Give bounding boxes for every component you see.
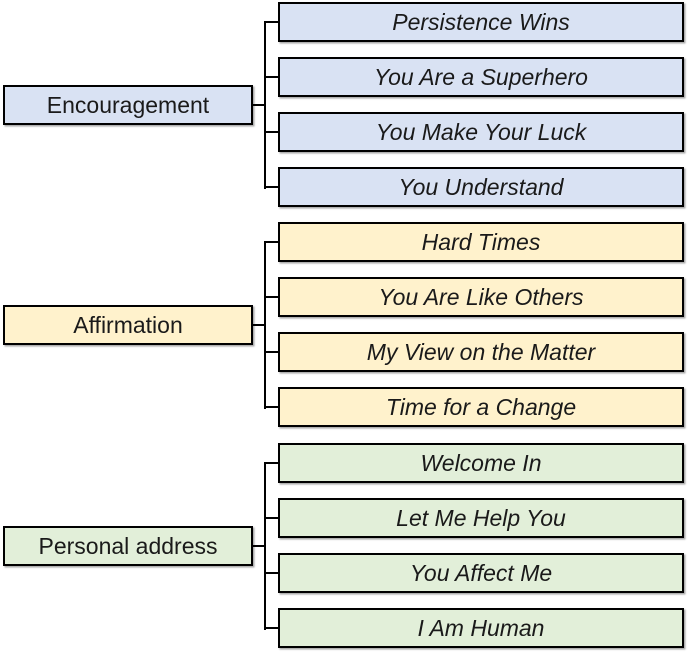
topic-label: Let Me Help You: [396, 504, 566, 531]
topic-box-hard-times: Hard Times: [278, 222, 684, 262]
topic-label: Persistence Wins: [392, 8, 570, 35]
group-personal-address: Personal address Welcome In Let Me Help …: [0, 443, 691, 650]
category-label: Encouragement: [46, 91, 210, 118]
category-box-encouragement: Encouragement: [3, 85, 253, 125]
connector-child-stub: [264, 21, 278, 23]
connector-child-stub: [264, 186, 278, 188]
topic-label: My View on the Matter: [366, 338, 596, 365]
topic-label: You Are Like Others: [378, 283, 584, 310]
category-label: Personal address: [38, 532, 218, 559]
connector-child-stub: [264, 462, 278, 464]
topic-label: Hard Times: [421, 228, 541, 255]
topic-label: You Understand: [398, 173, 564, 200]
connector-child-stub: [264, 572, 278, 574]
topic-box-welcome-in: Welcome In: [278, 443, 684, 483]
topic-box-my-view-on-the-matter: My View on the Matter: [278, 332, 684, 372]
connector-child-stub: [264, 406, 278, 408]
topic-label: You Make Your Luck: [375, 118, 587, 145]
group-affirmation: Affirmation Hard Times You Are Like Othe…: [0, 222, 691, 429]
topic-box-you-are-like-others: You Are Like Others: [278, 277, 684, 317]
connector-parent-stub: [251, 324, 266, 326]
category-box-affirmation: Affirmation: [3, 305, 253, 345]
topic-box-you-are-a-superhero: You Are a Superhero: [278, 57, 684, 97]
topic-label: I Am Human: [417, 614, 545, 641]
connector-child-stub: [264, 627, 278, 629]
connector-parent-stub: [251, 545, 266, 547]
topic-box-let-me-help-you: Let Me Help You: [278, 498, 684, 538]
topic-box-you-make-your-luck: You Make Your Luck: [278, 112, 684, 152]
topic-box-you-understand: You Understand: [278, 167, 684, 207]
topic-box-i-am-human: I Am Human: [278, 608, 684, 648]
connector-child-stub: [264, 517, 278, 519]
category-label: Affirmation: [73, 311, 183, 338]
topic-label: You Affect Me: [409, 559, 553, 586]
topic-label: Time for a Change: [385, 393, 577, 420]
connector-child-stub: [264, 296, 278, 298]
connector-parent-stub: [251, 104, 266, 106]
group-encouragement: Encouragement Persistence Wins You Are a…: [0, 2, 691, 209]
category-box-personal-address: Personal address: [3, 526, 253, 566]
topic-box-persistence-wins: Persistence Wins: [278, 2, 684, 42]
connector-child-stub: [264, 241, 278, 243]
connector-child-stub: [264, 76, 278, 78]
connector-child-stub: [264, 351, 278, 353]
connector-child-stub: [264, 131, 278, 133]
topic-box-you-affect-me: You Affect Me: [278, 553, 684, 593]
topic-label: Welcome In: [420, 449, 542, 476]
topic-label: You Are a Superhero: [374, 63, 588, 90]
topic-box-time-for-a-change: Time for a Change: [278, 387, 684, 427]
